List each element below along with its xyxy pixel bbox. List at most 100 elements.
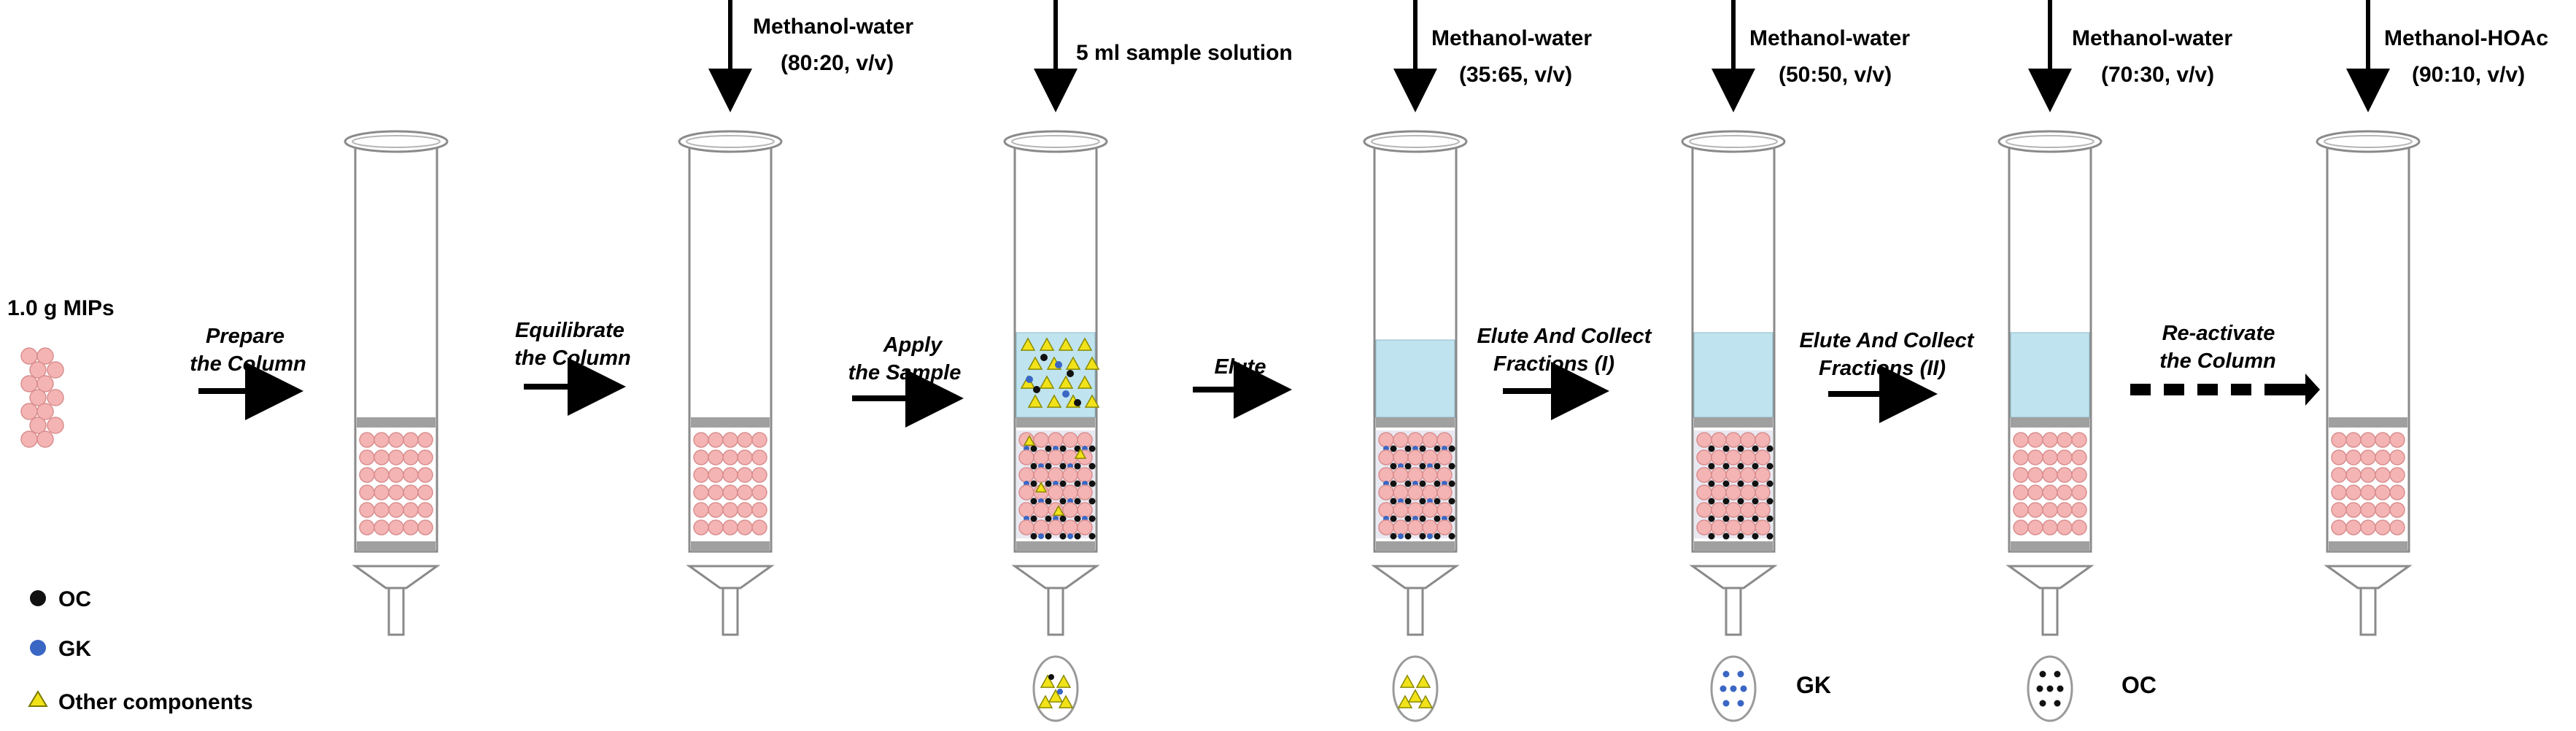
sorbent-bead (1018, 484, 1034, 500)
oc-molecule (1752, 480, 1759, 487)
sorbent-bead (1378, 502, 1394, 518)
oc-molecule (1419, 515, 1426, 522)
sorbent-bead (722, 467, 738, 483)
sorbent-bead (708, 502, 724, 518)
sorbent-bead (359, 502, 375, 518)
oc-molecule (1737, 498, 1744, 505)
sorbent-bead (374, 467, 390, 483)
oc-molecule (1390, 533, 1397, 540)
oc-molecule (1737, 515, 1744, 522)
oc-molecule (1434, 463, 1441, 470)
vial-outline (1392, 655, 1439, 722)
sorbent-bead (1407, 467, 1423, 483)
sorbent-bead (693, 432, 709, 448)
column-outlet-tip (1047, 587, 1064, 636)
sorbent-bead (403, 449, 419, 465)
oc-molecule (1390, 480, 1397, 487)
oc-molecule (1722, 515, 1730, 522)
sorbent-bead (2360, 467, 2376, 483)
sorbent-bead (2360, 484, 2376, 500)
sorbent-bead (751, 502, 767, 518)
sorbent-bead (2057, 467, 2073, 483)
sorbent-bead (388, 502, 404, 518)
sorbent-bead (1077, 484, 1093, 500)
step-3: Apply the Sample (848, 333, 964, 428)
oc-molecule (1737, 463, 1744, 470)
column-outlet-tip (387, 587, 405, 636)
sorbent-bead (1018, 467, 1034, 483)
sorbent-bead (1755, 467, 1771, 483)
sorbent-bead (693, 519, 709, 535)
sorbent-bead (1740, 432, 1756, 448)
sample-component (1027, 356, 1043, 370)
sorbent-bead (1393, 432, 1409, 448)
sorbent-bead (2375, 432, 2391, 448)
solvent-1-label: Methanol-water (80:20, v/v) (753, 15, 919, 75)
sorbent-bead (2375, 502, 2391, 518)
sorbent-bead (388, 519, 404, 535)
sorbent-bead (2027, 467, 2043, 483)
column-rim-inner (2324, 135, 2413, 148)
legend: OC GK Other components (28, 587, 253, 714)
sorbent-bead (2331, 432, 2347, 448)
step-5-line2: Fractions (I) (1493, 352, 1614, 376)
sorbent-bead (708, 449, 724, 465)
solvent-2-label: 5 ml sample solution (1076, 41, 1293, 65)
sorbent-bead (2042, 519, 2058, 535)
legend-gk-marker (30, 640, 46, 656)
sorbent-bead (2071, 502, 2087, 518)
sorbent-bead (1407, 484, 1423, 500)
sorbent-bead (417, 449, 433, 465)
mips-bead (20, 347, 38, 365)
solvent-1: Methanol-water (80:20, v/v) (708, 0, 919, 112)
oc-molecule (1088, 515, 1096, 522)
sorbent-bead (737, 519, 753, 535)
sorbent-bead (2331, 484, 2347, 500)
sorbent-bead (1062, 502, 1078, 518)
sorbent-bead (1033, 432, 1049, 448)
sorbent-bead (1436, 467, 1453, 483)
oc-molecule (1030, 445, 1037, 452)
sorbent-bead (1077, 467, 1093, 483)
sorbent-bead (722, 519, 738, 535)
column-lower-frit (691, 541, 770, 552)
sorbent-bead (1422, 467, 1438, 483)
sorbent-bead (1725, 519, 1741, 535)
sorbent-bead (1018, 519, 1034, 535)
sorbent-bead (388, 449, 404, 465)
column-lower-frit (1376, 541, 1455, 552)
solvent-6: Methanol-HOAc (90:10, v/v) (2346, 0, 2548, 112)
sorbent-bead (2027, 502, 2043, 518)
oc-molecule (1045, 480, 1052, 487)
sorbent-bead (374, 432, 390, 448)
sorbent-bead (1436, 502, 1453, 518)
solvent-3-label: Methanol-water (35:65, v/v) (1431, 26, 1598, 87)
sample-component (1027, 394, 1043, 408)
sorbent-bead (2027, 449, 2043, 465)
sorbent-bead (1062, 484, 1078, 500)
column-rim-inner (2006, 135, 2095, 148)
step-3-label: Apply the Sample (848, 333, 962, 384)
oc-molecule (1088, 480, 1096, 487)
solvent-4: Methanol-water (50:50, v/v) (1711, 0, 1910, 112)
sorbent-bead (2345, 432, 2362, 448)
step-1-line1: Prepare (206, 325, 285, 348)
oc-molecule (1737, 445, 1744, 452)
sorbent-bead (1740, 467, 1756, 483)
sorbent-bead (1393, 484, 1409, 500)
sorbent-bead (2013, 502, 2029, 518)
oc-molecule (1722, 533, 1730, 540)
mips-bead (20, 430, 38, 448)
column-outlet-tip (2041, 587, 2059, 636)
mips-bead (47, 417, 64, 434)
sorbent-bead (1740, 484, 1756, 500)
solvent-5-line2: (70:30, v/v) (2101, 63, 2214, 87)
oc-molecule (1448, 445, 1455, 452)
column-outlet-taper (2006, 565, 2095, 589)
sorbent-bead (2389, 449, 2405, 465)
mips-bead (36, 403, 54, 420)
sorbent-bead (2027, 432, 2043, 448)
sorbent-bead (374, 449, 390, 465)
sample-component (1046, 394, 1062, 408)
solvent-layer (1693, 332, 1774, 418)
